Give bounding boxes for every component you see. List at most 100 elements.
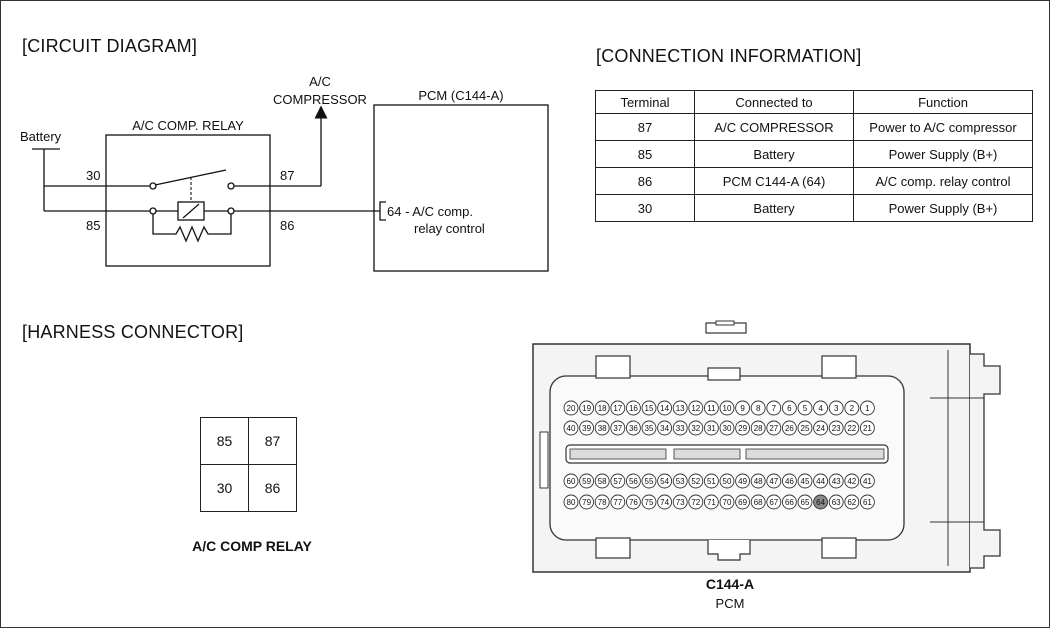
connector-pin-number: 39 <box>582 424 591 433</box>
connector-pin-number: 10 <box>723 404 732 413</box>
connector-pin-number: 4 <box>818 404 823 413</box>
connector-center-slot <box>673 448 741 460</box>
connector-pin <box>594 400 610 416</box>
connector-pin <box>610 420 626 436</box>
connector-pin-number: 73 <box>676 498 685 507</box>
connector-pin <box>594 420 610 436</box>
connection-table: Terminal Connected to Function 87 A/C CO… <box>595 90 1033 222</box>
pcm-box <box>373 104 549 272</box>
table-header-terminal: Terminal <box>595 90 695 114</box>
connector-pin-number: 55 <box>645 477 654 486</box>
connector-pin-number: 28 <box>754 424 763 433</box>
pcm-title: PCM (C144-A) <box>418 88 503 103</box>
connector-pin <box>703 420 719 436</box>
connector-pin <box>579 473 595 489</box>
connector-pin <box>828 494 844 510</box>
compressor-label-line1: A/C <box>309 74 331 89</box>
connector-pin-number: 7 <box>772 404 777 413</box>
connector-pin-number: 3 <box>834 404 839 413</box>
connector-pin-number: 63 <box>832 498 841 507</box>
relay-pin-85-label: 85 <box>86 218 100 233</box>
connector-pin-number: 80 <box>567 498 576 507</box>
connector-pin <box>719 494 735 510</box>
connector-pin-number: 31 <box>707 424 716 433</box>
connector-pin <box>641 473 657 489</box>
connector-key-tab <box>821 537 857 559</box>
connector-pin-number: 69 <box>738 498 747 507</box>
connector-pin <box>797 400 813 416</box>
relay-pin-87-label: 87 <box>280 168 294 183</box>
connector-top-latch-cap <box>715 320 735 326</box>
relay-title: A/C COMP. RELAY <box>132 118 244 133</box>
connector-pin-number: 71 <box>707 498 716 507</box>
table-cell-connected: PCM C144-A (64) <box>694 167 854 195</box>
connector-pin-number: 52 <box>691 477 700 486</box>
connector-pin-number: 34 <box>660 424 669 433</box>
table-cell-connected: Battery <box>694 194 854 222</box>
relay-pin-86-label: 86 <box>280 218 294 233</box>
connector-pin-number: 53 <box>676 477 685 486</box>
circuit-diagram-heading: [CIRCUIT DIAGRAM] <box>22 36 198 56</box>
connector-pin <box>688 473 704 489</box>
connector-pin <box>750 400 766 416</box>
connector-pin-number: 24 <box>816 424 825 433</box>
relay-connector-pin: 87 <box>248 417 297 465</box>
connector-pin <box>735 473 751 489</box>
connector-pin <box>579 494 595 510</box>
connector-pin <box>688 494 704 510</box>
relay-connector-label: A/C COMP RELAY <box>192 538 312 554</box>
connector-pin-number: 5 <box>803 404 808 413</box>
connector-pin-number: 56 <box>629 477 638 486</box>
connector-pin-number: 44 <box>816 477 825 486</box>
connector-pin-number: 57 <box>613 477 622 486</box>
connector-pin <box>657 473 673 489</box>
connector-pin <box>766 400 782 416</box>
connector-pin-number: 21 <box>863 424 872 433</box>
connector-pin <box>610 400 626 416</box>
connector-pin <box>844 473 860 489</box>
connector-pin-number: 43 <box>832 477 841 486</box>
connector-pin <box>859 400 875 416</box>
connector-pin <box>594 473 610 489</box>
table-row: 86 PCM C144-A (64) A/C comp. relay contr… <box>595 167 1033 195</box>
table-cell-function: Power Supply (B+) <box>853 194 1033 222</box>
table-header-connected: Connected to <box>694 90 854 114</box>
connector-pin-number: 6 <box>787 404 792 413</box>
table-cell-function: A/C comp. relay control <box>853 167 1033 195</box>
connector-pin-number: 66 <box>785 498 794 507</box>
connector-pin-number: 50 <box>723 477 732 486</box>
connector-pin-number: 75 <box>645 498 654 507</box>
connector-pin <box>766 473 782 489</box>
connector-pin-number: 29 <box>738 424 747 433</box>
connector-bottom-key <box>707 540 751 561</box>
relay-coil-slash <box>182 203 200 219</box>
connector-pin <box>610 494 626 510</box>
connector-pin-number: 22 <box>847 424 856 433</box>
pcm-connector-name: C144-A <box>705 576 755 592</box>
compressor-label-line2: COMPRESSOR <box>273 92 367 107</box>
connector-pin <box>719 473 735 489</box>
connector-pin <box>657 494 673 510</box>
table-row: 30 Battery Power Supply (B+) <box>595 194 1033 222</box>
connector-pin-number: 45 <box>801 477 810 486</box>
connector-key-tab <box>595 537 631 559</box>
connector-pin <box>579 420 595 436</box>
connector-pin-number: 1 <box>865 404 870 413</box>
connector-pin-number: 62 <box>847 498 856 507</box>
connector-pin <box>563 420 579 436</box>
connector-pin <box>750 420 766 436</box>
connector-pin <box>844 400 860 416</box>
relay-connector-grid: 85 87 30 86 <box>200 417 297 512</box>
connector-pin <box>828 420 844 436</box>
connector-pin-number: 2 <box>850 404 855 413</box>
connector-pin <box>813 420 829 436</box>
connector-pin-number: 42 <box>847 477 856 486</box>
connector-pin-number: 11 <box>707 404 716 413</box>
connector-pin-number: 19 <box>582 404 591 413</box>
connector-pin <box>625 400 641 416</box>
switch-contact-left <box>149 182 157 190</box>
connector-pin-number: 58 <box>598 477 607 486</box>
pcm-connector-subtitle: PCM <box>715 596 745 611</box>
connector-center-slot <box>745 448 885 460</box>
